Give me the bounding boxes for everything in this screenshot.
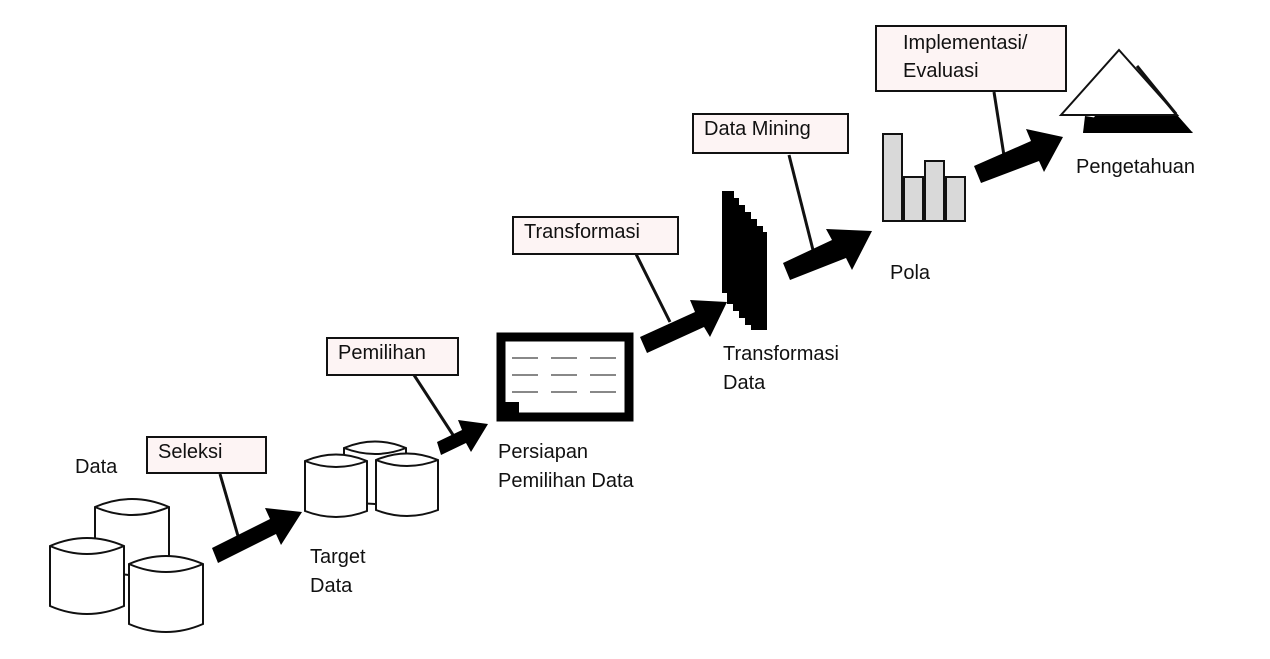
arrow-data-mining-icon: [783, 229, 872, 280]
connector-lines: [218, 91, 1007, 537]
process-box-seleksi: Seleksi: [146, 436, 267, 474]
process-label-data-mining: Data Mining: [704, 118, 811, 140]
process-label-implementasi-line1: Implementasi/: [903, 32, 1028, 54]
process-label-pemilihan: Pemilihan: [338, 342, 426, 364]
transformed-data-stack-icon: [722, 191, 767, 330]
arrow-seleksi-icon: [212, 508, 302, 563]
process-box-transformasi: Transformasi: [512, 216, 679, 255]
stage-label-persiapan-line2: Pemilihan Data: [498, 470, 634, 492]
table-document-icon: [496, 332, 634, 422]
stage-label-target-data-line1: Target: [310, 546, 366, 568]
arrow-transformasi-icon: [640, 300, 727, 353]
process-box-implementasi: Implementasi/ Evaluasi: [875, 25, 1067, 92]
stage-label-transformasi-data-line2: Data: [723, 372, 766, 394]
process-box-pemilihan: Pemilihan: [326, 337, 459, 376]
stage-label-pola: Pola: [890, 262, 931, 284]
pattern-bar-chart-icon: [882, 133, 966, 222]
process-label-implementasi-line2: Evaluasi: [903, 60, 979, 82]
target-data-cylinders-icon: [304, 440, 439, 518]
stage-label-transformasi-data-line1: Transformasi: [723, 343, 839, 365]
stage-label-data: Data: [75, 456, 118, 478]
stage-label-persiapan-line1: Persiapan: [498, 441, 589, 463]
knowledge-pyramid-icon: [1058, 48, 1193, 133]
stage-label-pengetahuan: Pengetahuan: [1076, 156, 1196, 178]
process-label-seleksi: Seleksi: [158, 441, 223, 463]
arrow-pemilihan-icon: [437, 420, 488, 455]
process-box-data-mining: Data Mining: [692, 113, 849, 154]
data-cylinders-icon: [49, 498, 204, 633]
stage-label-target-data-line2: Data: [310, 575, 353, 597]
process-label-transformasi: Transformasi: [524, 221, 640, 243]
arrow-implementasi-icon: [974, 129, 1063, 183]
